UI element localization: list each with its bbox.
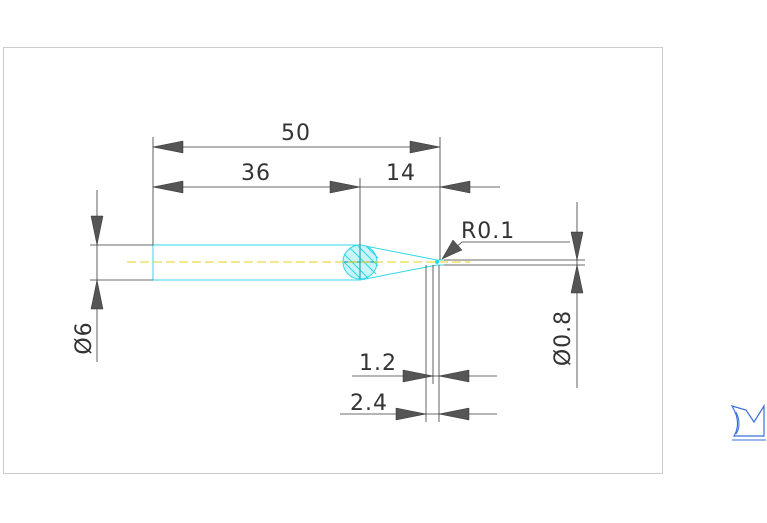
dimension-tip-diameter: Ø0.8 [444,202,585,388]
shank-diameter-label: Ø6 [72,321,97,354]
tip-point [435,260,439,264]
tip-diameter-label: Ø0.8 [551,310,576,366]
arrowhead [395,407,427,421]
arrowhead [570,231,584,261]
arrowhead [438,369,470,383]
taper-lower-edge [359,264,438,281]
dim-large-label: 2.4 [350,391,388,416]
taper-upper-edge [359,244,438,261]
ucs-icon [730,403,766,441]
arrowhead [441,239,463,260]
dimension-shank-diameter: Ø6 [72,190,153,362]
section-hatch [343,245,379,279]
arrowhead [402,369,434,383]
arrowhead [90,215,104,246]
sheet-border [3,47,663,474]
arrowhead [329,180,361,194]
shank-length-label: 36 [241,161,271,186]
tip-radius-label: R0.1 [461,219,515,244]
arrowhead [438,407,470,421]
dim-small-label: 1.2 [359,351,397,376]
arrowhead [152,140,184,154]
arrowhead [570,264,584,294]
arrowhead [152,180,184,194]
overall-length-label: 50 [281,121,311,146]
arrowhead [409,140,441,154]
dimension-tip-offsets: 1.2 2.4 [340,265,497,422]
arrowhead [439,180,471,194]
dimension-shank-and-taper: 36 14 [152,161,500,245]
arrowhead [90,279,104,310]
dimension-overall-length: 50 [152,121,441,260]
dimension-tip-radius: R0.1 [441,219,570,260]
taper-length-label: 14 [386,161,416,186]
